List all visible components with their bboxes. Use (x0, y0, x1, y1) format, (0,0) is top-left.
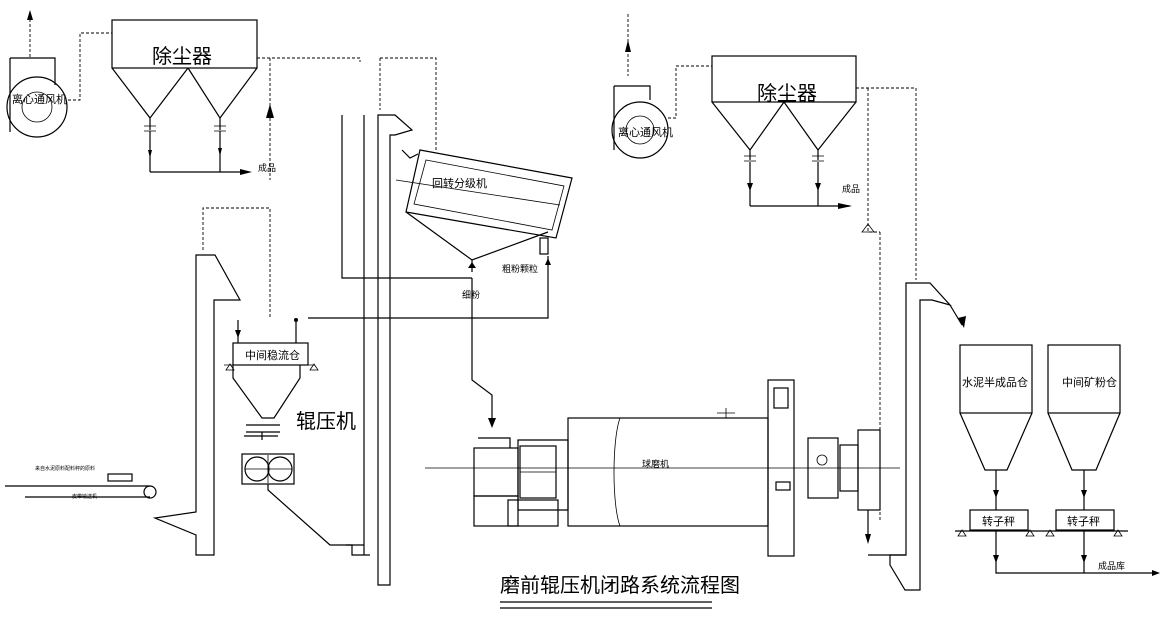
left-fan: 离心通风机 (6, 57, 68, 138)
left-duct-down (202, 207, 271, 318)
left-fan-duct (68, 32, 112, 101)
ball-mill: 球磨机 (425, 379, 900, 557)
left-up-arrow (266, 104, 274, 118)
scale-left: 转子秤 (955, 509, 1045, 537)
elevator-to-silo (949, 304, 963, 326)
bucket-elevator-left (152, 254, 242, 556)
silo-outlets (995, 470, 1085, 510)
rotary-classifier-label: 回转分级机 (432, 176, 487, 190)
fan-left-label: 离心通风机 (12, 92, 67, 106)
left-exhaust-arrow (27, 10, 33, 58)
dust-collector-right-label: 除尘器 (757, 81, 817, 105)
dust-collector-left-label: 除尘器 (152, 44, 212, 68)
rotary-classifier: 回转分级机 粗粉颗粒 (395, 149, 573, 275)
intermediate-bin-label: 中间稳流仓 (245, 348, 300, 362)
ball-mill-label: 球磨机 (642, 458, 669, 470)
left-duct-branch (379, 57, 437, 150)
product-left-label: 成品 (258, 162, 276, 174)
right-fan: 离心通风机 (611, 85, 673, 159)
fan-right-label: 离心通风机 (618, 125, 673, 139)
product-right-label: 成品 (842, 183, 860, 195)
right-return-duct (856, 87, 917, 280)
bucket-elevator-right (868, 282, 952, 591)
fine-powder-label: 细粉 (462, 289, 480, 301)
right-exhaust-arrow (625, 14, 631, 76)
intermediate-bin: 中间稳流仓 (224, 342, 319, 419)
fines-to-mill (308, 278, 493, 420)
bucket-elevator-middle (346, 114, 414, 586)
product-line (995, 531, 1158, 574)
right-duct-vertical (867, 88, 880, 233)
feed-note-label: 来自水泥原料配料秤的原料 (35, 465, 95, 472)
diagram-title: 磨前辊压机闭路系统流程图 (500, 573, 740, 597)
scale-left-label: 转子秤 (982, 514, 1015, 528)
right-fan-duct (668, 65, 712, 119)
slag-silo-label: 中间矿粉仓 (1062, 375, 1117, 389)
coarse-particles-label: 粗粉颗粒 (502, 263, 538, 275)
right-dust-collector: 除尘器 成品 (711, 55, 860, 209)
coarse-return (472, 256, 549, 319)
slag-silo: 中间矿粉仓 (1047, 344, 1121, 471)
left-dust-collector: 除尘器 成品 (111, 19, 276, 175)
roller-press-label: 辊压机 (296, 409, 356, 433)
scale-right: 转子秤 (1045, 509, 1128, 537)
product-storage-label: 成品库 (1098, 560, 1125, 572)
cement-silo: 水泥半成品仓 (959, 344, 1033, 471)
bin-inlets (237, 320, 297, 343)
press-discharge (267, 484, 370, 556)
fines-line-top (341, 115, 472, 279)
left-return-duct (257, 57, 361, 62)
cement-silo-label: 水泥半成品仓 (962, 375, 1028, 389)
roller-press: 辊压机 (241, 409, 356, 485)
belt-conveyor-label: 皮带输送机 (72, 493, 97, 500)
scale-right-label: 转子秤 (1067, 514, 1100, 528)
feed-belt-conveyor: 来自水泥原料配料秤的原料 皮带输送机 (5, 465, 157, 500)
